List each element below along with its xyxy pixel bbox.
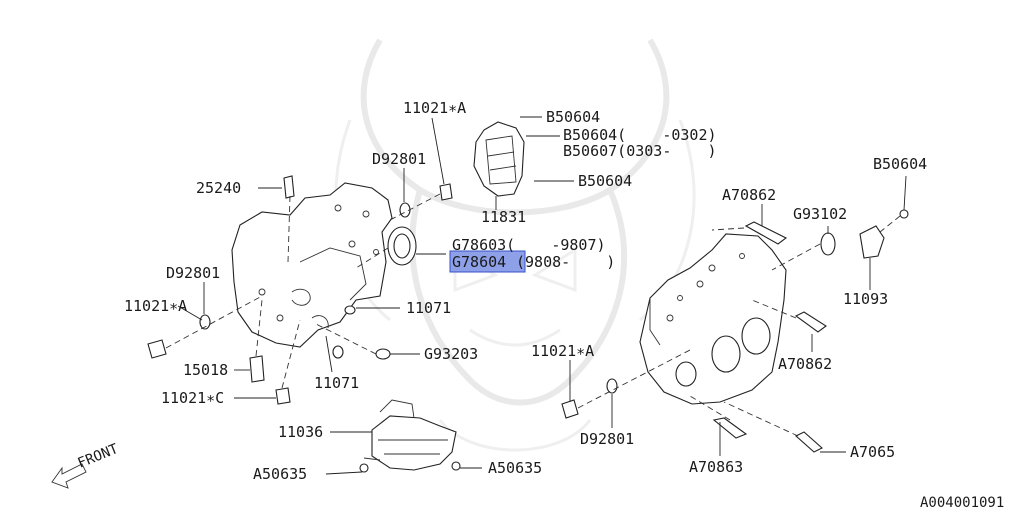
label-11071-a[interactable]: 11071 <box>406 299 451 317</box>
label-11831[interactable]: 11831 <box>481 208 526 226</box>
front-arrow <box>51 463 87 489</box>
highlight-g78604 <box>449 250 526 273</box>
leader-lines <box>177 116 907 475</box>
assembly-axes <box>165 193 901 437</box>
label-15018[interactable]: 15018 <box>183 361 228 379</box>
label-g78603[interactable]: G78603( -9807) <box>452 236 606 254</box>
label-a50635-right[interactable]: A50635 <box>488 459 542 477</box>
label-a50635-left[interactable]: A50635 <box>253 465 307 483</box>
label-11021-left[interactable]: 11021∗A <box>124 297 187 315</box>
label-a7065[interactable]: A7065 <box>850 443 895 461</box>
left-crankcase <box>231 182 393 348</box>
label-b50604-range[interactable]: B50604( -0302) <box>563 126 717 144</box>
front-label: FRONT <box>76 441 122 472</box>
label-a70862-top[interactable]: A70862 <box>722 186 776 204</box>
small-parts <box>147 175 909 473</box>
label-g78604-range[interactable]: (9808- ) <box>516 253 615 271</box>
label-a70862-right[interactable]: A70862 <box>778 355 832 373</box>
label-d92801-bottom[interactable]: D92801 <box>580 430 634 448</box>
label-11036[interactable]: 11036 <box>278 423 323 441</box>
label-a70863[interactable]: A70863 <box>689 458 743 476</box>
label-11021-c[interactable]: 11021∗C <box>161 389 224 407</box>
label-b50604-right[interactable]: B50604 <box>873 155 927 173</box>
label-b50604-mid[interactable]: B50604 <box>578 172 632 190</box>
figure-code: A004001091 <box>920 495 1004 511</box>
label-b50607-range[interactable]: B50607(0303- ) <box>563 142 717 160</box>
label-d92801-top[interactable]: D92801 <box>372 150 426 168</box>
lower-bracket-11036 <box>363 399 457 471</box>
cover-plate-11831 <box>473 121 525 197</box>
label-g93203[interactable]: G93203 <box>424 345 478 363</box>
part-labels: 11021∗A B50604 B50604( -0302) B50607(030… <box>76 99 1005 511</box>
oil-seal <box>387 226 417 266</box>
label-11021-mid[interactable]: 11021∗A <box>531 342 594 360</box>
label-g93102[interactable]: G93102 <box>793 205 847 223</box>
label-11093[interactable]: 11093 <box>843 290 888 308</box>
right-crankcase <box>639 233 787 405</box>
label-11071-b[interactable]: 11071 <box>314 374 359 392</box>
label-d92801-left[interactable]: D92801 <box>166 264 220 282</box>
label-g78604-code[interactable]: G78604 <box>452 253 506 271</box>
label-b50604-top[interactable]: B50604 <box>546 108 600 126</box>
label-25240[interactable]: 25240 <box>196 179 241 197</box>
label-11021-top[interactable]: 11021∗A <box>403 99 466 117</box>
